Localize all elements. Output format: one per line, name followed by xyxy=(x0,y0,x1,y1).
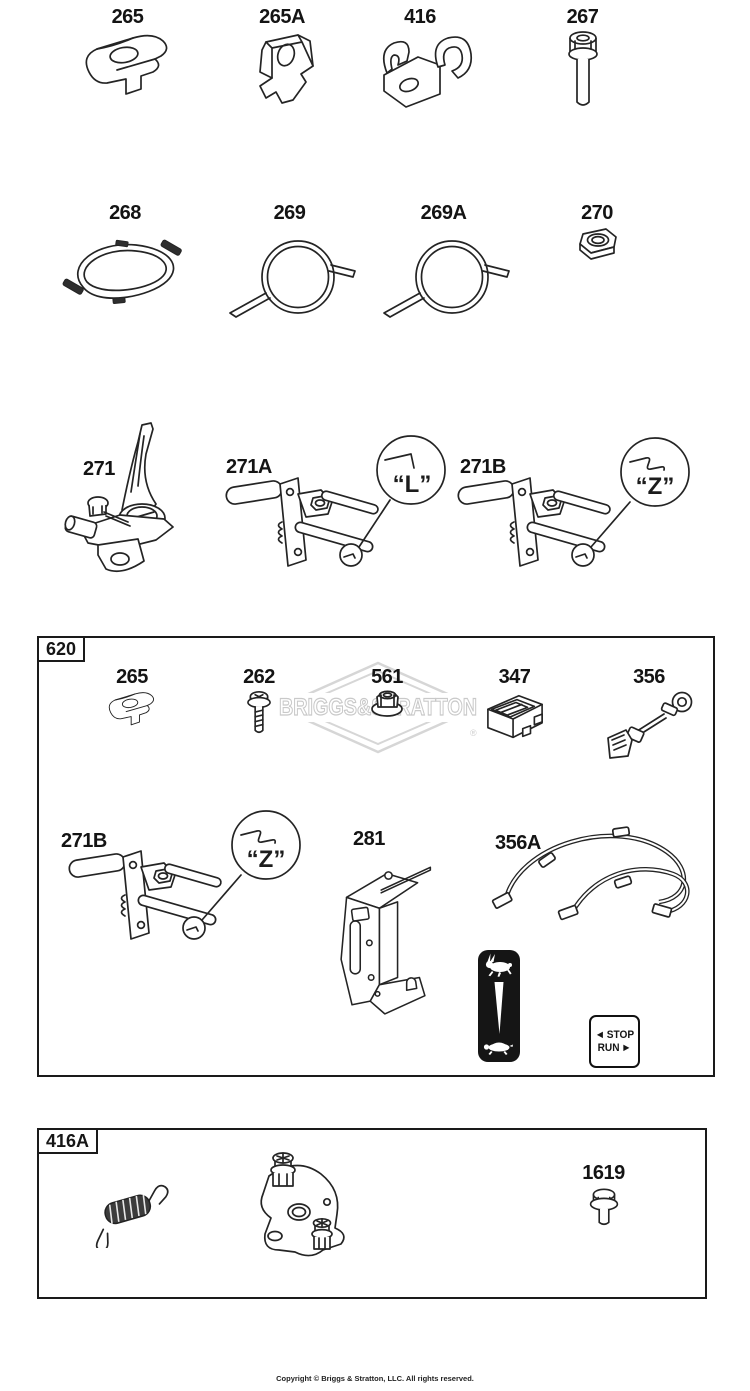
part-number-label: 347 xyxy=(498,666,531,688)
figure-620-281: 281 xyxy=(323,828,448,1023)
mounting-bolt-upper xyxy=(270,1152,296,1187)
tubing-coil-drawing xyxy=(228,240,356,318)
figure-620-561: 561 xyxy=(347,666,427,723)
control-plate-assembly-drawing xyxy=(260,1152,345,1257)
part-number-label: 270 xyxy=(581,202,613,224)
part-number-label: 267 xyxy=(566,6,599,28)
cable-clamp-drawing xyxy=(85,34,168,95)
extension-spring-drawing xyxy=(95,1184,169,1248)
run-arrow-right-icon: ► xyxy=(621,1042,632,1054)
figure-620-271b: 271B “Z” xyxy=(55,796,307,951)
stop-label: STOP xyxy=(606,1029,635,1041)
figure-271: 271 xyxy=(58,420,203,577)
part-number-label: 271A xyxy=(226,456,272,478)
part-number-label: 356A xyxy=(495,832,541,854)
stop-arrow-left-icon: ◄ xyxy=(594,1029,605,1041)
part-number-label: 269A xyxy=(420,202,467,224)
group-tag-416a: 416A xyxy=(37,1128,99,1154)
tubing-coil-drawing xyxy=(382,240,510,318)
part-number-label: 561 xyxy=(371,666,403,688)
cable-drawing xyxy=(62,239,182,305)
figure-416a-1619: 1619 xyxy=(551,1162,656,1235)
figure-269a: 269A xyxy=(366,202,521,327)
wire-harness-drawing xyxy=(491,826,690,921)
rocker-switch-drawing xyxy=(486,694,543,739)
bracket-clip-drawing xyxy=(382,36,473,108)
turtle-icon xyxy=(483,1042,513,1055)
figure-269: 269 xyxy=(212,202,367,327)
figure-268: 268 xyxy=(50,202,200,319)
figure-271a: 271A “L” xyxy=(218,428,448,578)
part-number-label: 1619 xyxy=(582,1162,625,1184)
run-label: RUN xyxy=(597,1042,620,1054)
ground-wire-drawing xyxy=(607,691,693,759)
figure-620-347: 347 xyxy=(467,666,562,753)
stop-line: ◄ STOP xyxy=(593,1029,636,1041)
part-number-label: 265 xyxy=(116,666,148,688)
stop-run-decal: ◄ STOP RUN ► xyxy=(589,1015,640,1068)
throttle-decal-drawing xyxy=(483,953,513,1055)
hex-nut-drawing xyxy=(579,228,617,260)
rabbit-icon xyxy=(485,953,512,977)
part-number-label: 268 xyxy=(109,202,141,224)
figure-267: 267 xyxy=(535,6,630,118)
figure-620-265: 265 xyxy=(87,666,177,738)
control-bracket-assembly-drawing xyxy=(64,422,174,573)
flange-nut-drawing xyxy=(371,690,403,717)
part-number-label: 271 xyxy=(83,458,115,480)
bolt-drawing xyxy=(567,31,598,106)
throttle-control-lever-drawing: “Z” xyxy=(457,437,690,567)
figure-620-356: 356 xyxy=(595,666,703,765)
throttle-control-lever-drawing: “Z” xyxy=(68,810,301,940)
speed-wedge xyxy=(494,982,504,1034)
figure-416: 416 xyxy=(355,6,485,115)
registered-mark: ® xyxy=(470,728,477,738)
copyright-notice: Copyright © Briggs & Stratton, LLC. All … xyxy=(276,1374,474,1383)
mounting-bolt-lower xyxy=(311,1217,333,1250)
figure-265a: 265A xyxy=(222,6,342,115)
part-number-label: 265 xyxy=(111,6,144,28)
cable-clamp-drawing xyxy=(108,692,155,726)
callout-letter-z: “Z” xyxy=(636,473,675,500)
figure-620-262: 262 xyxy=(219,666,299,743)
run-line: RUN ► xyxy=(593,1042,636,1054)
group-box-620: 620 BRIGGS&STRATTON ® 265 262 xyxy=(37,636,715,1077)
figure-265: 265 xyxy=(60,6,195,113)
part-number-label: 356 xyxy=(633,666,665,688)
part-number-label: 269 xyxy=(273,202,306,224)
bracket-drawing xyxy=(340,866,432,1015)
part-number-label: 271B xyxy=(460,456,506,478)
screw-drawing xyxy=(247,691,271,734)
part-number-label: 416 xyxy=(404,6,436,28)
part-number-label: 262 xyxy=(243,666,275,688)
figure-270: 270 xyxy=(552,202,642,269)
callout-letter-z: “Z” xyxy=(247,846,286,873)
clamp-block-drawing xyxy=(259,34,314,104)
figure-271b: 271B “Z” xyxy=(450,428,692,578)
callout-letter-l: “L” xyxy=(393,471,432,498)
throttle-speed-decal xyxy=(478,950,520,1062)
group-tag-620: 620 xyxy=(37,636,86,662)
part-number-label: 265A xyxy=(259,6,305,28)
figure-620-356a: 356A xyxy=(487,816,709,946)
group-box-416a: 416A xyxy=(37,1128,707,1299)
part-number-label: 271B xyxy=(61,830,107,852)
throttle-control-lever-drawing: “L” xyxy=(225,435,446,567)
part-number-label: 281 xyxy=(353,828,385,850)
flange-bolt-drawing xyxy=(589,1188,618,1226)
